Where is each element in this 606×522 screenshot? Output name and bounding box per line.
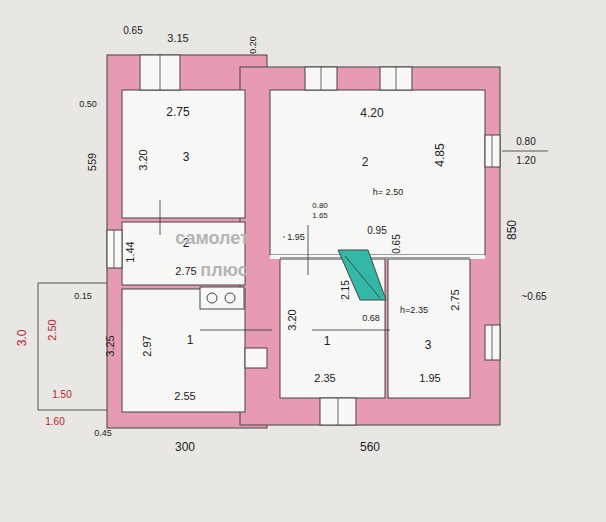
dimension-label: 0.50 — [79, 100, 97, 109]
dimension-label: 2.75 — [175, 266, 196, 277]
room-number: 3 — [183, 151, 190, 163]
dimension-label: 4.20 — [360, 107, 383, 119]
dimension-label: 559 — [87, 153, 98, 171]
dimension-label: 3.20 — [138, 149, 149, 170]
dimension-label: 1.50 — [52, 390, 71, 400]
dimension-label: h=2.35 — [400, 306, 428, 315]
stove-ring — [207, 293, 217, 303]
stove-ring — [225, 293, 235, 303]
window-lines — [114, 55, 492, 425]
room-number: 1 — [324, 335, 331, 347]
dimension-label: 2.15 — [341, 280, 351, 299]
dimension-label: 0.65 — [123, 26, 142, 36]
dimension-lines — [160, 151, 548, 330]
wall — [107, 55, 267, 428]
watermark: самолет — [175, 229, 249, 247]
chimney — [338, 250, 386, 300]
dimension-label: 2.35 — [314, 373, 335, 384]
dimension-label: 0.20 — [249, 36, 258, 54]
dimension-label: h= 2.50 — [373, 188, 403, 197]
partition — [280, 258, 470, 259]
dimension-label: 3.0 — [16, 330, 28, 347]
dimension-label: 0.45 — [94, 429, 112, 438]
dimension-label: 2.55 — [174, 391, 195, 402]
dimension-label: 3.25 — [105, 335, 116, 356]
dimension-label: 2.50 — [47, 319, 58, 340]
window — [320, 398, 356, 425]
dimension-label: 3.15 — [167, 33, 188, 44]
dimension-label: 2.97 — [142, 335, 153, 356]
dimension-label: 1.60 — [45, 417, 64, 427]
dimension-label: 2.75 — [166, 106, 189, 118]
dimension-label: 0.80 — [312, 202, 328, 210]
dimension-label: 300 — [175, 441, 195, 453]
wall — [240, 67, 500, 425]
dimension-label: 0.68 — [362, 314, 380, 323]
windows — [107, 55, 500, 425]
dimension-label: 1.65 — [312, 212, 328, 220]
wall — [241, 68, 266, 90]
dimension-label: 0.15 — [74, 292, 92, 301]
dimension-label: 1.95 — [419, 373, 440, 384]
window — [140, 55, 180, 90]
room — [122, 90, 245, 218]
dimension-label: 1.44 — [125, 241, 136, 262]
porch-outline — [38, 283, 108, 410]
window — [245, 348, 267, 368]
window — [380, 67, 412, 90]
watermark: плюс — [200, 261, 247, 279]
room — [270, 90, 485, 255]
dimension-label: 4.85 — [434, 143, 446, 166]
window — [485, 135, 500, 167]
dimension-label: 1.95 — [287, 233, 305, 242]
room-number: 2 — [362, 156, 369, 168]
dimension-label: 850 — [506, 220, 518, 240]
dimension-label: 0.80 — [516, 137, 535, 147]
dimension-label: 1.20 — [516, 156, 535, 166]
opening — [270, 255, 485, 259]
window — [485, 325, 500, 360]
room — [388, 259, 470, 398]
dimension-label: 2.75 — [450, 289, 461, 310]
dimension-label: 560 — [360, 441, 380, 453]
stove — [200, 287, 244, 309]
dimension-label: ~0.65 — [521, 292, 546, 302]
room-number: 3 — [425, 339, 432, 351]
dimension-label: 3.20 — [287, 309, 298, 330]
window — [305, 67, 337, 90]
dimension-label: 0.65 — [392, 234, 402, 253]
room-number: 1 — [187, 334, 194, 346]
window — [107, 230, 122, 268]
dimension-label: 0.95 — [367, 226, 386, 236]
